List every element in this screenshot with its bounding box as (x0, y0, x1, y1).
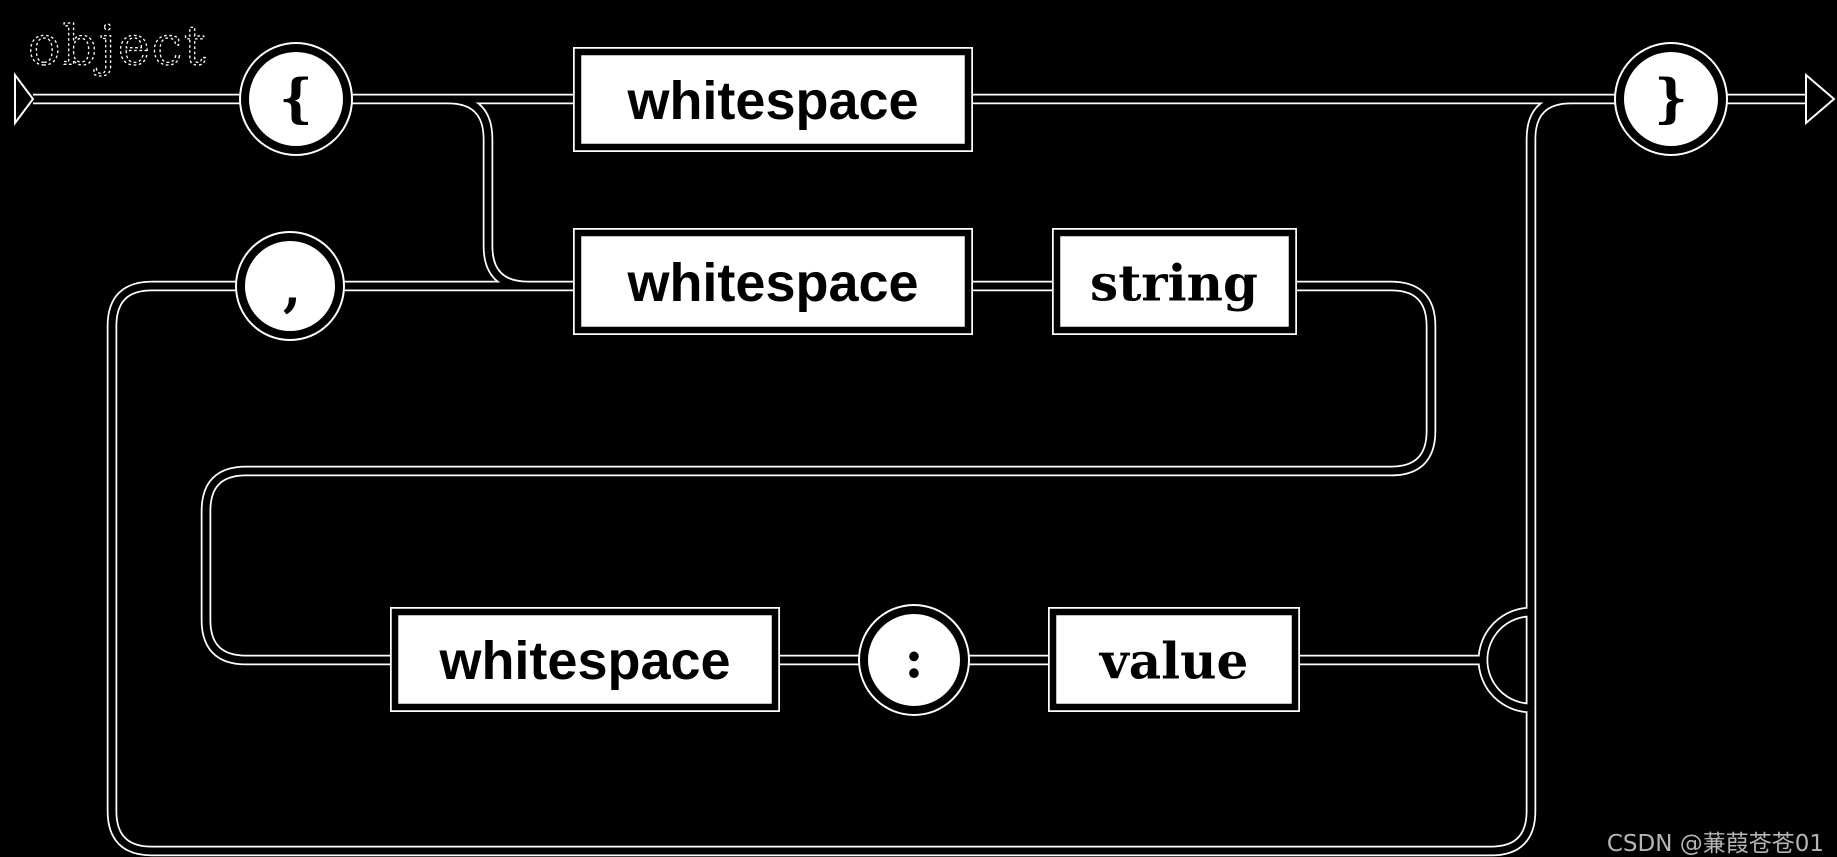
node-value[interactable]: value (1048, 607, 1300, 712)
comma-glyph: , (283, 258, 301, 319)
end-arrow-icon (1805, 72, 1836, 126)
node-whitespace-loop[interactable]: whitespace (573, 228, 973, 335)
watermark: CSDN @蒹葭苍苍01 (1607, 831, 1824, 857)
colon-glyph: : (904, 630, 923, 691)
diagram-title: object (28, 14, 208, 77)
terminal-comma: , (235, 231, 345, 341)
node-whitespace-loop-label: whitespace (626, 253, 918, 313)
terminal-close-brace: } (1614, 42, 1728, 156)
terminal-colon: : (858, 604, 970, 716)
node-whitespace-pair-label: whitespace (438, 631, 730, 691)
start-arrow-icon (14, 72, 35, 126)
close-brace-glyph: } (1654, 69, 1687, 130)
open-brace-glyph: { (279, 69, 312, 130)
node-string[interactable]: string (1052, 228, 1297, 335)
terminal-open-brace: { (239, 42, 353, 156)
node-value-label: value (1099, 632, 1249, 691)
node-whitespace-top-label: whitespace (626, 71, 918, 131)
node-whitespace-pair[interactable]: whitespace (390, 607, 780, 712)
node-string-label: string (1090, 254, 1258, 313)
node-whitespace-top[interactable]: whitespace (573, 47, 973, 152)
